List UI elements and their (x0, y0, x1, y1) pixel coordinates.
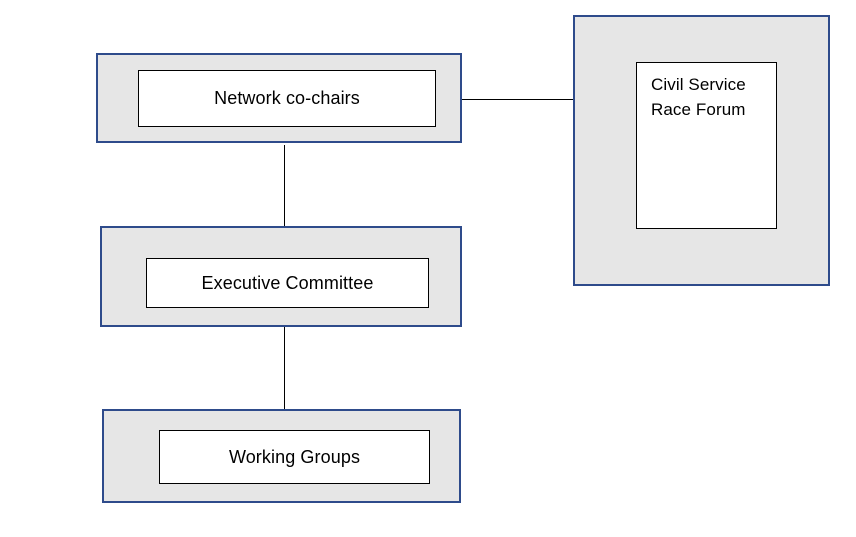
connector-executive-committee-to-working-groups (284, 327, 285, 409)
node-executive-committee-label: Executive Committee (201, 272, 374, 293)
node-working-groups-label: Working Groups (228, 446, 361, 467)
connector-network-co-chairs-to-civil-service-race-forum (462, 99, 573, 100)
node-network-co-chairs-label: Network co-chairs (214, 88, 360, 109)
node-civil-service-race-forum[interactable]: Civil Service Race Forum (636, 62, 777, 229)
node-executive-committee[interactable]: Executive Committee (146, 258, 429, 308)
connector-network-co-chairs-to-executive-committee (284, 145, 285, 226)
node-working-groups[interactable]: Working Groups (159, 430, 430, 484)
node-civil-service-race-forum-label: Civil Service Race Forum (651, 75, 746, 119)
node-network-co-chairs[interactable]: Network co-chairs (138, 70, 436, 127)
